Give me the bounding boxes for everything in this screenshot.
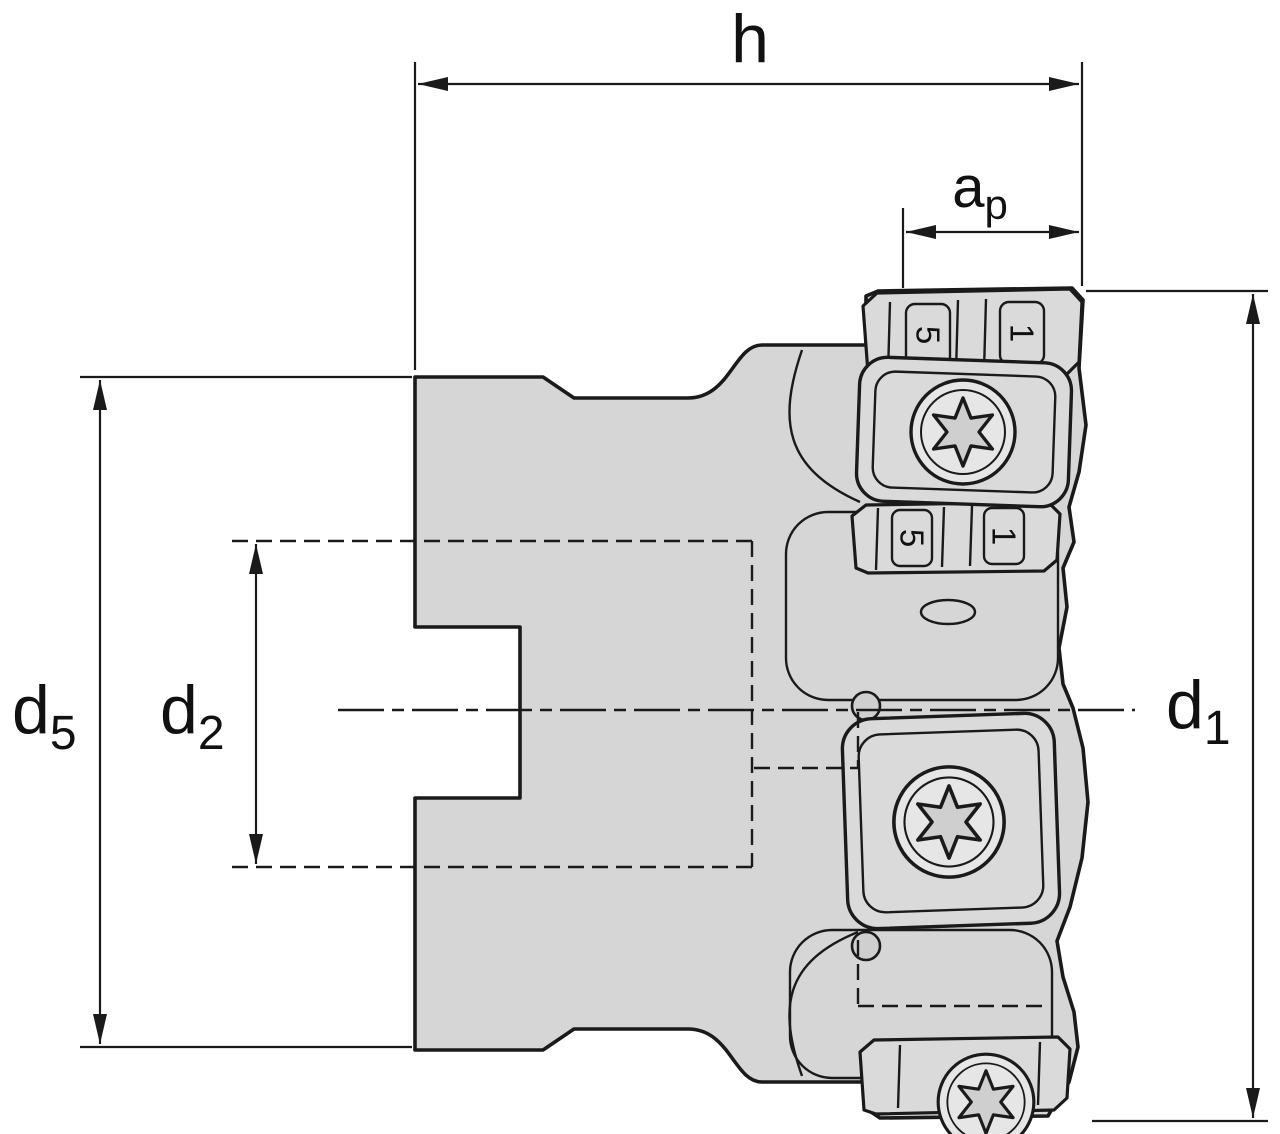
insert-detail-line <box>1036 1041 1042 1106</box>
dimension-label-ap: ap <box>952 155 1008 228</box>
insert-front-lower-face <box>857 728 1045 914</box>
dimension-label-d5: d5 <box>12 672 77 760</box>
insert-detail-line <box>982 298 988 372</box>
pocket-boss-lower <box>850 930 882 962</box>
dimension-label-h: h <box>731 1 769 77</box>
torx-screw-bottom <box>936 1052 1036 1134</box>
insert-detail-line <box>896 1044 902 1109</box>
dimension-d2: d2 <box>160 544 263 864</box>
flute-curve-top <box>788 349 861 504</box>
insert-detail-line <box>940 506 946 568</box>
coolant-hole-oval <box>919 598 977 626</box>
marking-frame <box>982 506 1026 566</box>
torx-screw-lower <box>892 765 1006 879</box>
arrowhead <box>1246 1088 1260 1118</box>
insert-front-upper-face <box>871 370 1057 494</box>
flute-curve-bottom <box>788 930 859 1077</box>
insert-marking-1: 1 <box>986 527 1023 545</box>
dimension-ap: ap <box>901 155 1079 288</box>
arrowhead <box>93 1014 107 1044</box>
arrowhead <box>1049 225 1079 239</box>
insert-detail-line <box>874 507 880 571</box>
arrowhead <box>906 225 936 239</box>
dimension-d1: d1 <box>1086 289 1268 1123</box>
insert-marking-1: 1 <box>1004 324 1041 342</box>
hidden-lines <box>232 539 1050 1008</box>
insert-second-row: 5 1 <box>850 500 1062 575</box>
dimension-d5: d5 <box>12 375 412 1049</box>
insert-marking-5: 5 <box>894 529 931 547</box>
arrowhead <box>1049 77 1079 91</box>
arrowhead <box>249 834 263 864</box>
marking-frame <box>890 508 934 568</box>
arrowhead <box>418 77 448 91</box>
dimension-label-d1: d1 <box>1166 667 1231 755</box>
insert-detail-line <box>968 505 974 567</box>
arrowhead <box>1246 294 1260 324</box>
pocket-boss-upper <box>850 690 882 722</box>
arrowhead <box>249 544 263 574</box>
dimension-h: h <box>413 1 1084 370</box>
torx-screw-upper <box>909 378 1017 486</box>
insert-marking-5: 5 <box>910 326 947 344</box>
dimension-label-d2: d2 <box>160 672 225 760</box>
arrowhead <box>93 380 107 410</box>
insert-second-row-outline <box>850 500 1062 575</box>
